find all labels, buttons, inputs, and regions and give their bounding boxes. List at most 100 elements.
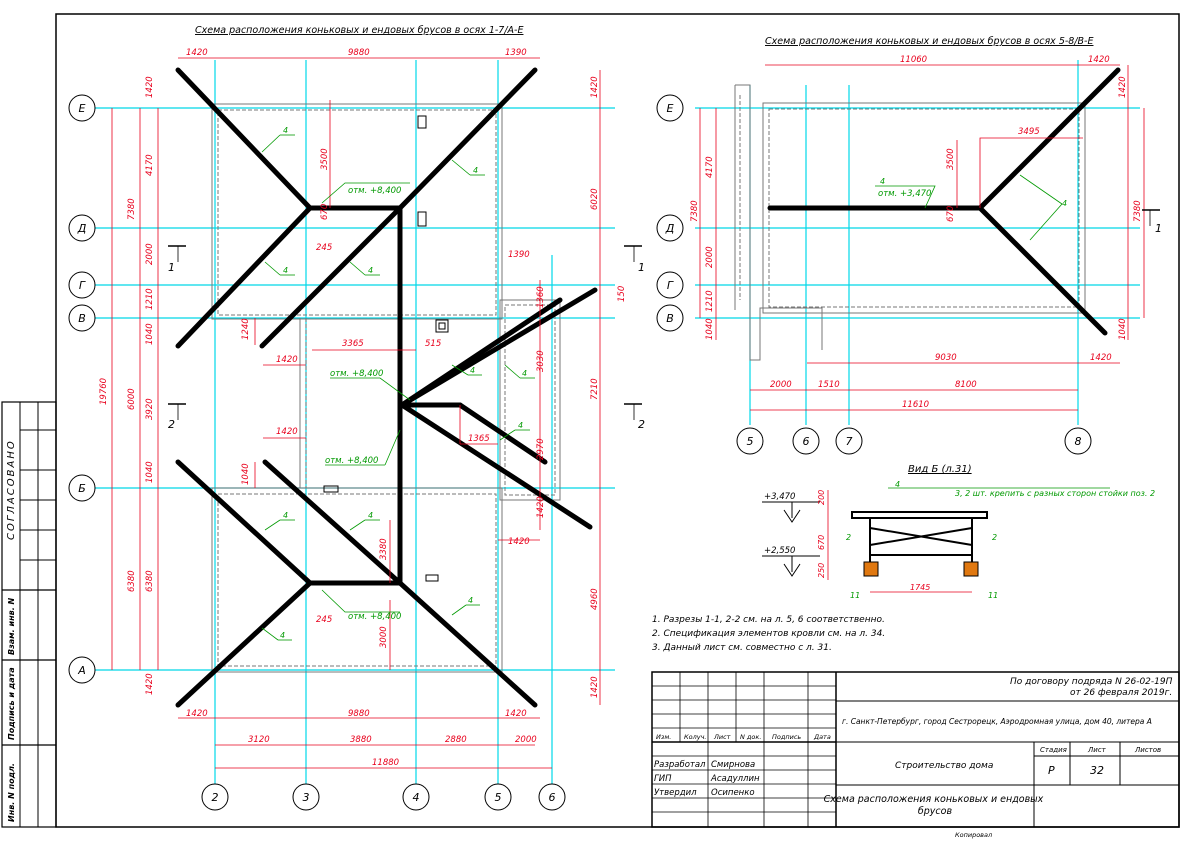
plan2-axis-D: Д xyxy=(665,222,675,235)
plan1-axis-bubbles-letters xyxy=(68,94,96,684)
stamp-replace-inv: Взам. инв. N xyxy=(7,597,16,655)
plan2-dim-1420-b: 1420 xyxy=(1090,353,1112,363)
plan1-int-1420-c: 1420 xyxy=(508,537,530,547)
plan1-roof-outline xyxy=(211,103,561,673)
plan1-left-inner-2: 6000 xyxy=(127,388,137,410)
plan1-bottom-dim-1: 1420 xyxy=(186,709,208,719)
plan1-left-dim-4: 1210 xyxy=(145,288,155,310)
tb-hdr-list: Лист xyxy=(713,733,731,741)
plan1-axis-lines xyxy=(95,60,615,785)
note-3: 3. Данный лист см. совместно с л. 31. xyxy=(652,643,832,653)
tb-role-1: Разработал xyxy=(654,760,706,770)
plan1-left-dim-8: 6380 xyxy=(145,570,155,592)
plan1-left-dim-9: 1420 xyxy=(145,673,155,695)
plan1-left-dim-6: 3920 xyxy=(145,398,155,420)
plan1-callout-4-a: 4 xyxy=(283,126,288,135)
plan2-left-1040: 1040 xyxy=(705,318,715,340)
plan2-right-1420: 1420 xyxy=(1118,76,1128,98)
plan2: Схема расположения коньковых и ендовых б… xyxy=(656,36,1162,455)
note-2: 2. Спецификация элементов кровли см. на … xyxy=(652,629,885,639)
view-b-level-1: +3,470 xyxy=(764,492,795,502)
plan1-left-dim-1: 1420 xyxy=(145,76,155,98)
plan2-axis-6: 6 xyxy=(803,435,810,448)
plan1-callout-4-f: 4 xyxy=(522,369,527,378)
plan1-axis-5: 5 xyxy=(495,791,502,804)
plan1-left-dim-7: 1040 xyxy=(145,461,155,483)
tb-role-2: ГИП xyxy=(654,774,672,784)
tb-object: Строительство дома xyxy=(895,761,993,771)
plan2-axis-8: 8 xyxy=(1075,435,1082,448)
plan1-section-1-left: 1 xyxy=(168,261,175,274)
tb-name-1: Смирнова xyxy=(711,760,755,770)
plan1-elev-3: отм. +8,400 xyxy=(325,456,378,466)
plan1-section-2-right: 2 xyxy=(638,418,645,431)
plan1-axis-2: 2 xyxy=(212,791,219,804)
plan1-elev-4: отм. +8,400 xyxy=(348,612,401,622)
plan1-callout-4-k: 4 xyxy=(468,596,473,605)
tb-hdr-koluch: Колуч. xyxy=(684,733,707,741)
plan1-dimension-lines xyxy=(111,57,601,769)
plan1-int-1040: 1040 xyxy=(241,463,251,485)
plan1-right-dim-9: 1420 xyxy=(536,496,546,518)
plan1-int-3365: 3365 xyxy=(342,339,364,349)
plan2-section-mark xyxy=(1142,209,1160,226)
plan2-left-1210: 1210 xyxy=(705,290,715,312)
plan1-callout-4-d: 4 xyxy=(368,266,373,275)
view-b-callout-4: 4 xyxy=(895,480,900,489)
plan1-int-3380: 3380 xyxy=(379,538,389,560)
plan1-section-2-left: 2 xyxy=(168,418,175,431)
tb-name-3: Осипенко xyxy=(711,788,755,798)
plan1-section-marks xyxy=(168,245,642,420)
plan1-bottom-dim-3: 1420 xyxy=(505,709,527,719)
plan1-right-dim-7: 7210 xyxy=(590,378,600,400)
tb-sheets-label: Листов xyxy=(1134,746,1161,754)
tb-hdr-izm: Изм. xyxy=(656,733,671,741)
plan2-dim-9030: 9030 xyxy=(935,353,957,363)
plan2-dim-3500: 3500 xyxy=(946,148,956,170)
tb-hdr-date: Дата xyxy=(813,733,831,741)
plan1-int-3000: 3000 xyxy=(379,626,389,648)
plan1-position-callouts xyxy=(261,134,535,641)
plan2-left-2000: 2000 xyxy=(705,246,715,268)
plan2-callouts xyxy=(875,174,1063,241)
plan2-elevation: отм. +3,470 xyxy=(878,189,931,199)
sheet-frame xyxy=(55,13,1180,828)
plan1-axis-bubbles-numbers xyxy=(201,783,566,811)
plan1-axis-E: Е xyxy=(79,102,86,115)
plan1-callout-4-h: 4 xyxy=(283,511,288,520)
plan2-right-1040: 1040 xyxy=(1118,318,1128,340)
stamp-inv-orig: Инв. N подл. xyxy=(7,763,16,822)
plan1-title: Схема расположения коньковых и ендовых б… xyxy=(195,25,523,36)
plan1-callout-4-c: 4 xyxy=(283,266,288,275)
plan1-symbols xyxy=(323,115,449,582)
plan1-callout-4-j: 4 xyxy=(280,631,285,640)
tb-sheet: 32 xyxy=(1090,764,1104,777)
plan1-top-dim-3: 1390 xyxy=(505,48,527,58)
tb-hdr-ndoc: N док. xyxy=(740,733,761,741)
plan2-axis-5: 5 xyxy=(747,435,754,448)
view-b-callout-11-left: 11 xyxy=(850,591,860,600)
plan1-left-dim-3: 2000 xyxy=(145,243,155,265)
plan1-int-245-top: 245 xyxy=(316,243,332,253)
tb-stage: Р xyxy=(1048,764,1055,777)
side-stamp: СОГЛАСОВАНО Взам. инв. N Подпись и дата … xyxy=(1,401,57,828)
plan1-int-245-bot: 245 xyxy=(316,615,332,625)
plan1-right-dim-8: 2970 xyxy=(536,438,546,460)
plan2-axis-7: 7 xyxy=(846,435,853,448)
plan1-int-515: 515 xyxy=(425,339,441,349)
view-b-title: Вид Б (л.31) xyxy=(908,464,972,475)
view-b-note: 3, 2 шт. крепить с разных сторон стойки … xyxy=(955,489,1155,498)
plan1-int-1420-a: 1420 xyxy=(276,355,298,365)
plan2-dim-670: 670 xyxy=(946,206,956,222)
plan2-section-1: 1 xyxy=(1155,222,1162,235)
plan1-top-dim-1: 1420 xyxy=(186,48,208,58)
tb-copied: Копировал xyxy=(955,831,992,839)
plan2-red-dims xyxy=(699,64,1145,411)
tb-role-3: Утвердил xyxy=(654,788,697,798)
plan2-bottom-1510: 1510 xyxy=(818,380,840,390)
stamp-agreed: СОГЛАСОВАНО xyxy=(6,439,17,540)
plan1-bottom-dim-2: 9880 xyxy=(348,709,370,719)
plan1-bottom-dim-4: 3120 xyxy=(248,735,270,745)
view-b-dim-250: 250 xyxy=(817,563,826,578)
